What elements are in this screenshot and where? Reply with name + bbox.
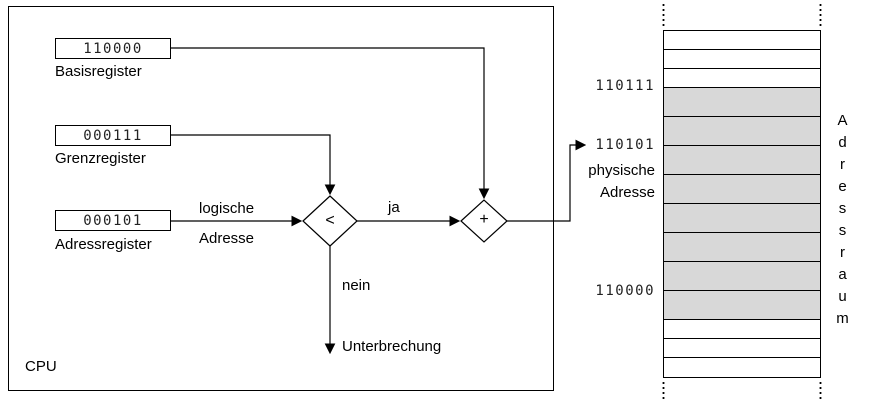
interrupt-label: Unterbrechung bbox=[342, 338, 442, 355]
memory-cell bbox=[664, 339, 820, 358]
memory-cell-shaded bbox=[664, 204, 820, 233]
memory-cell-shaded bbox=[664, 233, 820, 262]
adder-diamond bbox=[460, 199, 508, 243]
memory-cell bbox=[664, 320, 820, 339]
memory-upper-bound-address: 110111 bbox=[595, 78, 655, 94]
grenzregister-to-comparator-line bbox=[171, 134, 336, 196]
logical-address-label-line2: Adresse bbox=[199, 230, 255, 247]
adressregister-label: Adressregister bbox=[55, 236, 152, 253]
memory-cell bbox=[664, 31, 820, 50]
memory-cell-shaded bbox=[664, 117, 820, 146]
memory-cell-shaded bbox=[664, 146, 820, 175]
basisregister-value: 110000 bbox=[83, 40, 143, 57]
memory-cell-shaded bbox=[664, 88, 820, 117]
address-space-label: Adressraum bbox=[834, 112, 851, 332]
branch-yes-label: ja bbox=[388, 199, 400, 216]
physical-address-caption-line1: physische bbox=[588, 162, 655, 179]
memory-cell bbox=[664, 358, 820, 377]
adressregister-box: 000101 bbox=[55, 210, 171, 231]
comparator-diamond bbox=[302, 195, 358, 247]
memory-column bbox=[663, 30, 821, 378]
basisregister-to-adder-line bbox=[171, 47, 490, 200]
physical-address-value: 110101 bbox=[595, 137, 655, 153]
branch-no-label: nein bbox=[342, 277, 371, 294]
adressregister-value: 000101 bbox=[83, 212, 143, 229]
adder-symbol: + bbox=[479, 211, 489, 228]
memory-cell-shaded bbox=[664, 291, 820, 320]
adder-to-physical-address-line bbox=[507, 139, 587, 222]
memory-cell bbox=[664, 69, 820, 88]
grenzregister-value: 000111 bbox=[83, 127, 143, 144]
cpu-label: CPU bbox=[25, 358, 57, 375]
memory-cell-shaded bbox=[664, 175, 820, 204]
cpu-box bbox=[8, 6, 554, 391]
logical-address-label-line1: logische bbox=[199, 200, 255, 217]
basisregister-label: Basisregister bbox=[55, 63, 142, 80]
memory-cell-shaded bbox=[664, 262, 820, 291]
memory-base-address: 110000 bbox=[595, 283, 655, 299]
grenzregister-label: Grenzregister bbox=[55, 150, 146, 167]
comparator-symbol: < bbox=[325, 212, 335, 229]
basisregister-box: 110000 bbox=[55, 38, 171, 59]
physical-address-caption-line2: Adresse bbox=[599, 184, 655, 201]
memory-cell bbox=[664, 50, 820, 69]
grenzregister-box: 000111 bbox=[55, 125, 171, 146]
